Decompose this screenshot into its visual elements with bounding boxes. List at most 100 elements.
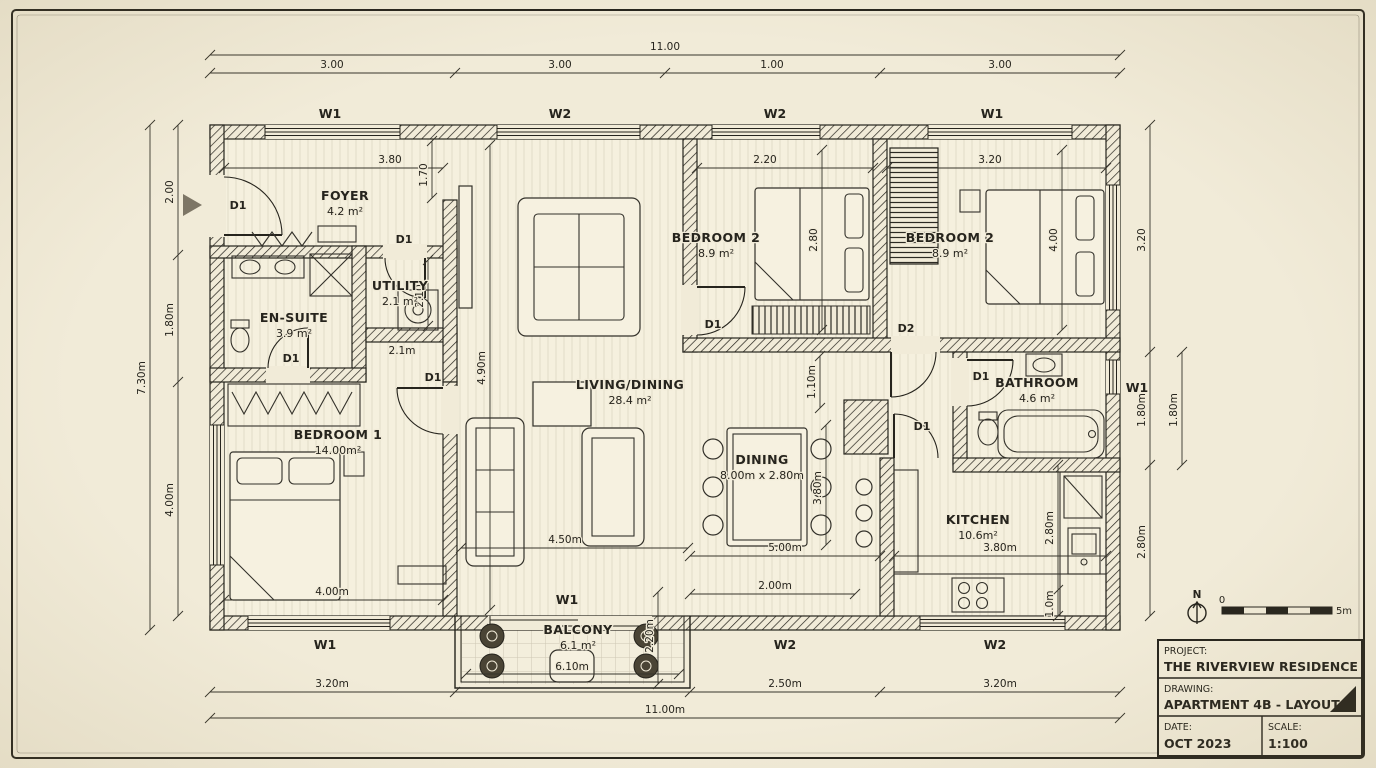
room-living-area: 28.4 m² xyxy=(608,394,651,407)
room-living-name: LIVING/DINING xyxy=(576,377,684,392)
title-block-drawing-value: APARTMENT 4B - LAYOUT xyxy=(1164,697,1340,712)
room-utility-area: 2.1 m² xyxy=(382,295,418,308)
dim-top-1: 3.00 xyxy=(320,59,343,71)
window-bedroom2b-right xyxy=(1106,184,1120,311)
bedroom2a-rug xyxy=(751,305,871,335)
bedroom2a-bed xyxy=(751,187,871,335)
dim-kitchen-counter: 1.0m xyxy=(1044,591,1056,618)
dim-left-overall: 7.30m xyxy=(136,361,148,395)
service-shaft xyxy=(843,399,889,455)
dim-right-outer: 1.80m xyxy=(1168,393,1180,427)
wall-label-top-2: W2 xyxy=(549,106,572,121)
title-block: PROJECT: THE RIVERVIEW RESIDENCE DRAWING… xyxy=(1157,639,1363,757)
dim-living-height: 4.90m xyxy=(476,351,488,385)
title-block-date-value: OCT 2023 xyxy=(1164,736,1231,751)
window-living xyxy=(496,125,641,139)
room-utility-name: UTILITY xyxy=(372,278,429,293)
dim-bottom-2: 2.50m xyxy=(768,678,802,690)
wall-label-top-4: W1 xyxy=(981,106,1004,121)
door-label-utility: D1 xyxy=(396,233,413,246)
title-block-project-value: THE RIVERVIEW RESIDENCE xyxy=(1164,659,1358,674)
dim-bedroom2a-width: 2.20 xyxy=(753,154,776,166)
room-bedroom1-name: BEDROOM 1 xyxy=(294,427,382,442)
door-label-kitchen: D1 xyxy=(914,420,931,433)
wall-label-top-1: W1 xyxy=(319,106,342,121)
dim-bedroom1-width: 4.00m xyxy=(315,586,349,598)
room-bedroom2a-name: BEDROOM 2 xyxy=(672,230,760,245)
room-ensuite-name: EN-SUITE xyxy=(260,310,328,325)
wall-label-bottom-3: W2 xyxy=(984,637,1007,652)
wall-label-right: W1 xyxy=(1126,380,1149,395)
dim-bottom-overall: 11.00m xyxy=(645,704,685,716)
dim-bedroom2b-height: 4.00 xyxy=(1048,228,1060,251)
scale-bar-end: 5m xyxy=(1336,606,1352,617)
dim-top-4: 3.00 xyxy=(988,59,1011,71)
wall-label-bottom-2: W2 xyxy=(774,637,797,652)
dim-left-3: 4.00m xyxy=(164,483,176,517)
bedroom2b-wardrobe xyxy=(889,147,939,265)
door-label-bedroom1: D1 xyxy=(425,371,442,384)
room-dining-size: 8.00m x 2.80m xyxy=(720,469,804,482)
dim-dining-width: 5.00m xyxy=(768,542,802,554)
dim-right-2: 1.80m xyxy=(1136,393,1148,427)
dim-living-width: 4.50m xyxy=(548,534,582,546)
room-balcony-name: BALCONY xyxy=(543,622,613,637)
window-foyer xyxy=(264,125,401,139)
dim-kitchen-width: 3.80m xyxy=(983,542,1017,554)
dim-right-1: 3.20 xyxy=(1136,228,1148,251)
dim-bedroom2a-height: 2.80 xyxy=(808,228,820,251)
floor-areas xyxy=(224,139,1106,684)
door-label-bathroom: D1 xyxy=(973,370,990,383)
dim-right-3: 2.80m xyxy=(1136,525,1148,559)
dim-left-1: 2.00 xyxy=(164,180,176,203)
window-bedroom2b xyxy=(927,125,1073,139)
window-bathroom xyxy=(1106,359,1120,395)
room-bedroom2a-area: 8.9 m² xyxy=(698,247,734,260)
dim-kitchen-height: 2.80m xyxy=(1044,511,1056,545)
title-block-scale-value: 1:100 xyxy=(1268,736,1308,751)
door-label-bedroom2a: D1 xyxy=(705,318,722,331)
window-bedroom1-left xyxy=(210,424,224,566)
dim-top-overall: 11.00 xyxy=(650,41,680,53)
title-block-project-label: PROJECT: xyxy=(1164,646,1207,657)
dim-top-2: 3.00 xyxy=(548,59,571,71)
dim-bottom-1: 3.20m xyxy=(315,678,349,690)
room-dining-name: DINING xyxy=(735,452,788,467)
dim-balcony-height: 2.20m xyxy=(644,619,656,653)
wall-label-balcony: W1 xyxy=(556,592,579,607)
room-foyer-name: FOYER xyxy=(321,188,369,203)
dim-utility-width: 2.1m xyxy=(389,345,416,357)
dim-corridor: 1.10m xyxy=(806,365,818,399)
dim-foyer-opening: 1.70 xyxy=(418,163,430,186)
dim-dining-height: 3.80m xyxy=(812,471,824,505)
room-balcony-area: 6.1 m² xyxy=(560,639,596,652)
window-bedroom2a xyxy=(711,125,821,139)
room-foyer-area: 4.2 m² xyxy=(327,205,363,218)
dim-top-3: 1.00 xyxy=(760,59,783,71)
room-bedroom1-area: 14.00m² xyxy=(315,444,362,457)
room-kitchen-area: 10.6m² xyxy=(958,529,998,542)
dim-left-2: 1.80m xyxy=(164,303,176,337)
title-block-drawing-label: DRAWING: xyxy=(1164,684,1213,695)
door-label-entry: D1 xyxy=(230,199,247,212)
wall-label-bottom-1: W1 xyxy=(314,637,337,652)
room-bedroom2b-area: 8.9 m² xyxy=(932,247,968,260)
wall-label-top-3: W2 xyxy=(764,106,787,121)
north-label: N xyxy=(1193,589,1202,601)
room-kitchen-name: KITCHEN xyxy=(946,512,1010,527)
door-label-bedroom2b: D2 xyxy=(898,322,915,335)
window-bedroom1 xyxy=(247,616,391,630)
dim-bedroom2b-width: 3.20 xyxy=(978,154,1001,166)
room-bedroom2b-name: BEDROOM 2 xyxy=(906,230,994,245)
title-block-date-label: DATE: xyxy=(1164,722,1192,733)
scale-bar-start: 0 xyxy=(1219,595,1225,606)
dim-dining-width2: 2.00m xyxy=(758,580,792,592)
room-ensuite-area: 3.9 m² xyxy=(276,327,312,340)
title-block-scale-label: SCALE: xyxy=(1268,722,1302,733)
dim-bottom-3: 3.20m xyxy=(983,678,1017,690)
dim-balcony-width: 6.10m xyxy=(555,661,589,673)
room-bathroom-area: 4.6 m² xyxy=(1019,392,1055,405)
room-bathroom-name: BATHROOM xyxy=(995,375,1079,390)
